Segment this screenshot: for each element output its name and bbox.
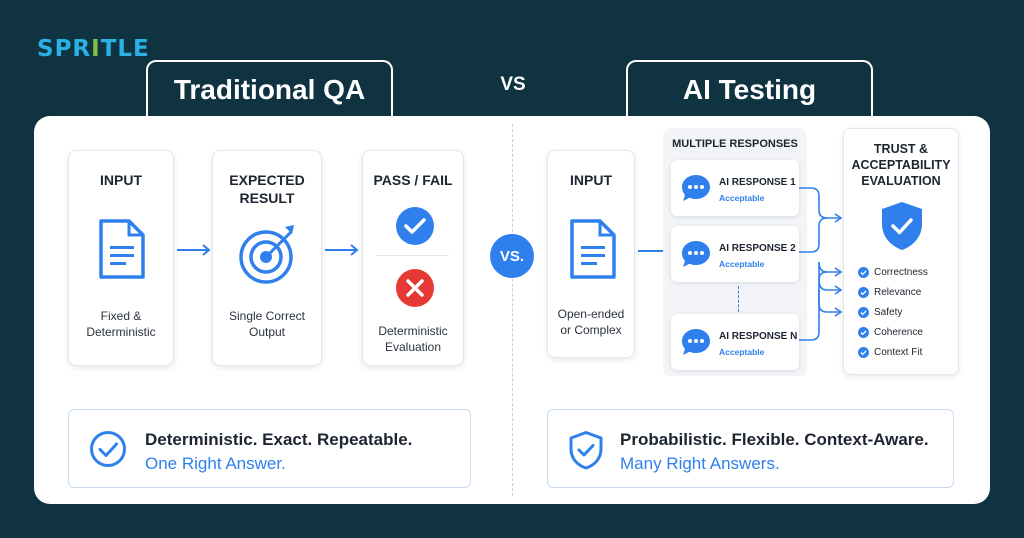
check-circle-icon — [858, 346, 869, 358]
traditional-input-card: INPUT Fixed & Deterministic — [68, 150, 174, 366]
card-caption: Deterministic — [86, 325, 156, 339]
criteria-item: Correctness — [858, 264, 928, 280]
card-caption: Output — [248, 325, 286, 339]
criteria-item: Context Fit — [858, 344, 922, 360]
criteria-label: Coherence — [874, 326, 923, 338]
expected-result-card: EXPECTED RESULT Single Correct Output — [212, 150, 322, 366]
ai-response-name: AI RESPONSE 2 — [719, 243, 796, 254]
check-circle-icon — [858, 286, 869, 298]
card-caption: Open-ended — [557, 307, 625, 321]
sprite-logo: SPRITLE — [37, 36, 150, 62]
summary-headline: Probabilistic. Flexible. Context-Aware. — [620, 430, 929, 449]
document-icon — [99, 219, 145, 279]
ai-response-card: AI RESPONSE 1 Acceptable — [671, 160, 799, 216]
traditional-summary-box: Deterministic. Exact. Repeatable. One Ri… — [68, 409, 471, 488]
chat-bubble-icon — [682, 329, 710, 355]
card-caption: Single Correct — [228, 309, 306, 323]
pass-fail-card: PASS / FAIL Deterministic Evaluation — [362, 150, 464, 366]
check-circle-icon — [858, 266, 869, 278]
card-caption: Fixed & — [100, 309, 142, 323]
check-circle-icon — [858, 306, 869, 318]
criteria-label: Correctness — [874, 266, 928, 278]
criteria-label: Context Fit — [874, 346, 923, 358]
ai-response-name: AI RESPONSE 1 — [719, 177, 796, 188]
panel-divider — [512, 124, 513, 496]
traditional-qa-tab: Traditional QA — [146, 60, 393, 118]
vs-badge: VS. — [490, 234, 534, 278]
shield-check-icon — [882, 202, 922, 250]
chat-bubble-icon — [682, 175, 710, 201]
vs-header-label: VS — [500, 74, 526, 95]
x-circle-icon — [396, 269, 434, 307]
check-circle-outline-icon — [90, 431, 126, 467]
multiple-responses-box: MULTIPLE RESPONSES AI RESPONSE 1 Accepta… — [663, 128, 807, 376]
check-circle-icon — [396, 207, 434, 245]
criteria-item: Coherence — [858, 324, 923, 340]
ai-response-name: AI RESPONSE N — [719, 331, 798, 342]
criteria-label: Relevance — [874, 286, 922, 298]
ai-response-card: AI RESPONSE N Acceptable — [671, 314, 799, 370]
criteria-item: Safety — [858, 304, 902, 320]
card-caption: Evaluation — [384, 340, 442, 354]
criteria-item: Relevance — [858, 284, 921, 300]
ai-testing-tab: AI Testing — [626, 60, 873, 118]
pass-fail-separator — [377, 255, 449, 256]
trust-evaluation-card: TRUST & ACCEPTABILITY EVALUATION Correct… — [843, 128, 959, 375]
response-connectors — [799, 187, 843, 341]
ai-summary-box: Probabilistic. Flexible. Context-Aware. … — [547, 409, 954, 488]
summary-subline: Many Right Answers. — [620, 454, 780, 473]
arrow-right-icon — [325, 244, 359, 256]
check-circle-icon — [858, 326, 869, 338]
document-icon — [570, 219, 616, 279]
multiple-responses-title: MULTIPLE RESPONSES — [672, 138, 798, 150]
responses-ellipsis-line — [738, 286, 739, 312]
card-title: PASS / FAIL — [373, 172, 453, 188]
shield-check-outline-icon — [569, 431, 603, 470]
arrow-right-icon — [177, 244, 211, 256]
card-title: INPUT — [570, 172, 612, 188]
card-caption: or Complex — [560, 323, 622, 337]
summary-subline: One Right Answer. — [145, 454, 286, 473]
chat-bubble-icon — [682, 241, 710, 267]
target-icon — [239, 225, 294, 284]
ai-response-card: AI RESPONSE 2 Acceptable — [671, 226, 799, 282]
ai-input-card: INPUT Open-ended or Complex — [547, 150, 635, 358]
card-title: INPUT — [100, 172, 142, 188]
card-title: TRUST & — [873, 142, 929, 156]
ai-response-status: Acceptable — [719, 347, 765, 357]
card-title: EXPECTED — [229, 172, 305, 188]
card-title: EVALUATION — [861, 174, 941, 188]
criteria-label: Safety — [874, 306, 903, 318]
summary-headline: Deterministic. Exact. Repeatable. — [145, 430, 413, 449]
card-title: ACCEPTABILITY — [851, 158, 951, 172]
ai-response-status: Acceptable — [719, 193, 765, 203]
card-title: RESULT — [239, 190, 295, 206]
ai-response-status: Acceptable — [719, 259, 765, 269]
card-caption: Deterministic — [378, 324, 448, 338]
